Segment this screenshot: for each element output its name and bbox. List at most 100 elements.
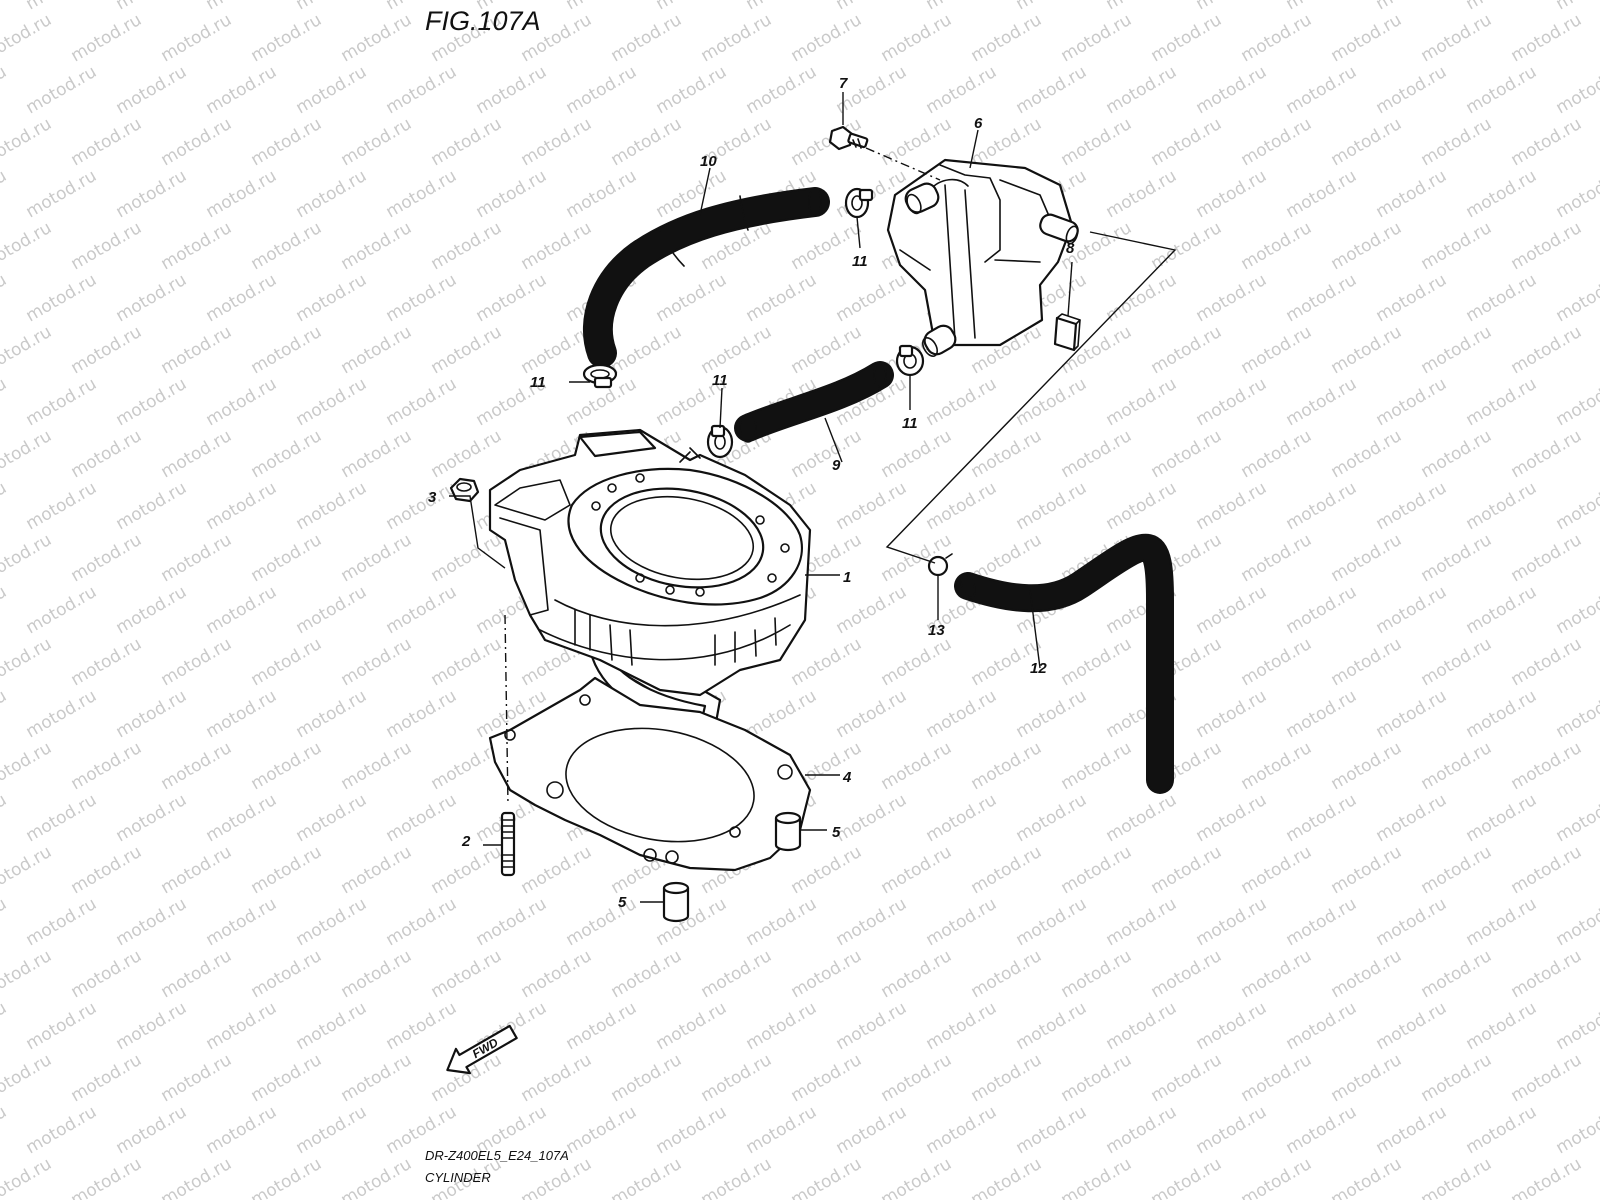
watermark-text: motod.ru xyxy=(1418,218,1496,274)
watermark-text: motod.ru xyxy=(1328,10,1406,66)
watermark-text: motod.ru xyxy=(833,998,911,1054)
watermark-text: motod.ru xyxy=(1283,894,1361,950)
watermark-text: motod.ru xyxy=(653,998,731,1054)
watermark-text: motod.ru xyxy=(563,166,641,222)
watermark-text: motod.ru xyxy=(1463,790,1541,846)
watermark-text: motod.ru xyxy=(1373,582,1451,638)
part-2-stud-bolt[interactable] xyxy=(500,811,516,877)
part-11-clamp-lower-left[interactable] xyxy=(582,363,618,389)
watermark-text: motod.ru xyxy=(0,322,55,378)
watermark-text: motod.ru xyxy=(293,582,371,638)
watermark-text: motod.ru xyxy=(1328,738,1406,794)
watermark-text: motod.ru xyxy=(1238,322,1316,378)
watermark-text: motod.ru xyxy=(68,738,146,794)
callout-11b: 11 xyxy=(852,253,868,270)
watermark-text: motod.ru xyxy=(1328,634,1406,690)
watermark-text: motod.ru xyxy=(0,894,10,950)
watermark-text: motod.ru xyxy=(68,530,146,586)
watermark-text: motod.ru xyxy=(383,62,461,118)
watermark-text: motod.ru xyxy=(1463,686,1541,742)
watermark-text: motod.ru xyxy=(248,218,326,274)
part-12-hose[interactable] xyxy=(954,533,1174,794)
watermark-text: motod.ru xyxy=(158,842,236,898)
watermark-text: motod.ru xyxy=(653,62,731,118)
watermark-text: motod.ru xyxy=(833,790,911,846)
part-11-clamp-center[interactable] xyxy=(706,424,734,459)
callout-12: 12 xyxy=(1030,660,1047,677)
watermark-text: motod.ru xyxy=(293,686,371,742)
watermark-text: motod.ru xyxy=(338,1050,416,1106)
part-9-hose[interactable] xyxy=(734,361,894,443)
part-5-dowel-pin-upper[interactable] xyxy=(774,811,802,852)
watermark-text: motod.ru xyxy=(1328,114,1406,170)
part-6-valve-box[interactable] xyxy=(886,158,1080,359)
part-7-bolt[interactable] xyxy=(828,125,869,151)
watermark-text: motod.ru xyxy=(1013,374,1091,430)
watermark-text: motod.ru xyxy=(1238,218,1316,274)
watermark-text: motod.ru xyxy=(1013,790,1091,846)
watermark-text: motod.ru xyxy=(1418,426,1496,482)
watermark-text: motod.ru xyxy=(563,1102,641,1158)
watermark-text: motod.ru xyxy=(248,946,326,1002)
part-10-hose[interactable] xyxy=(583,187,830,368)
watermark-text: motod.ru xyxy=(113,686,191,742)
watermark-text: motod.ru xyxy=(473,62,551,118)
watermark-text: motod.ru xyxy=(203,62,281,118)
watermark-text: motod.ru xyxy=(23,478,101,534)
watermark-text: motod.ru xyxy=(1103,1102,1181,1158)
part-5-dowel-pin-lower[interactable] xyxy=(662,881,690,923)
callout-3: 3 xyxy=(428,489,437,506)
watermark-text: motod.ru xyxy=(1508,1050,1586,1106)
watermark-text: motod.ru xyxy=(248,426,326,482)
watermark-text: motod.ru xyxy=(383,686,461,742)
part-8-cushion[interactable] xyxy=(1053,313,1081,352)
watermark-text: motod.ru xyxy=(113,1102,191,1158)
watermark-text: motod.ru xyxy=(1373,62,1451,118)
watermark-text: motod.ru xyxy=(518,114,596,170)
watermark-text: motod.ru xyxy=(293,1102,371,1158)
watermark-text: motod.ru xyxy=(1013,0,1091,14)
part-3-nut[interactable] xyxy=(449,477,480,503)
part-4-gasket[interactable] xyxy=(488,676,812,872)
watermark-text: motod.ru xyxy=(968,1050,1046,1106)
watermark-text: motod.ru xyxy=(203,894,281,950)
watermark-text: motod.ru xyxy=(1238,1050,1316,1106)
watermark-text: motod.ru xyxy=(518,218,596,274)
watermark-text: motod.ru xyxy=(743,0,821,14)
watermark-text: motod.ru xyxy=(1418,1050,1496,1106)
part-1-cylinder[interactable] xyxy=(488,428,812,730)
watermark-text: motod.ru xyxy=(1553,582,1600,638)
watermark-text: motod.ru xyxy=(338,218,416,274)
watermark-text: motod.ru xyxy=(0,1154,55,1200)
watermark-text: motod.ru xyxy=(0,374,10,430)
watermark-text: motod.ru xyxy=(788,10,866,66)
part-11-clamp-right[interactable] xyxy=(895,344,925,377)
watermark-text: motod.ru xyxy=(1058,426,1136,482)
watermark-text: motod.ru xyxy=(653,0,731,14)
watermark-text: motod.ru xyxy=(248,738,326,794)
watermark-text: motod.ru xyxy=(0,530,55,586)
watermark-text: motod.ru xyxy=(1148,10,1226,66)
watermark-text: motod.ru xyxy=(923,998,1001,1054)
watermark-text: motod.ru xyxy=(1238,114,1316,170)
watermark-text: motod.ru xyxy=(248,530,326,586)
watermark-text: motod.ru xyxy=(383,166,461,222)
watermark-text: motod.ru xyxy=(1103,790,1181,846)
part-11-clamp-top[interactable] xyxy=(844,187,874,219)
watermark-text: motod.ru xyxy=(788,634,866,690)
watermark-text: motod.ru xyxy=(0,270,10,326)
watermark-text: motod.ru xyxy=(1193,478,1271,534)
watermark-text: motod.ru xyxy=(1508,218,1586,274)
watermark-text: motod.ru xyxy=(1148,322,1226,378)
watermark-text: motod.ru xyxy=(923,62,1001,118)
watermark-text: motod.ru xyxy=(1508,634,1586,690)
watermark-text: motod.ru xyxy=(788,322,866,378)
watermark-text: motod.ru xyxy=(1553,62,1600,118)
watermark-text: motod.ru xyxy=(68,426,146,482)
watermark-text: motod.ru xyxy=(428,842,506,898)
watermark-text: motod.ru xyxy=(1328,1154,1406,1200)
watermark-text: motod.ru xyxy=(68,10,146,66)
watermark-text: motod.ru xyxy=(1103,0,1181,14)
watermark-text: motod.ru xyxy=(1238,738,1316,794)
watermark-text: motod.ru xyxy=(68,322,146,378)
